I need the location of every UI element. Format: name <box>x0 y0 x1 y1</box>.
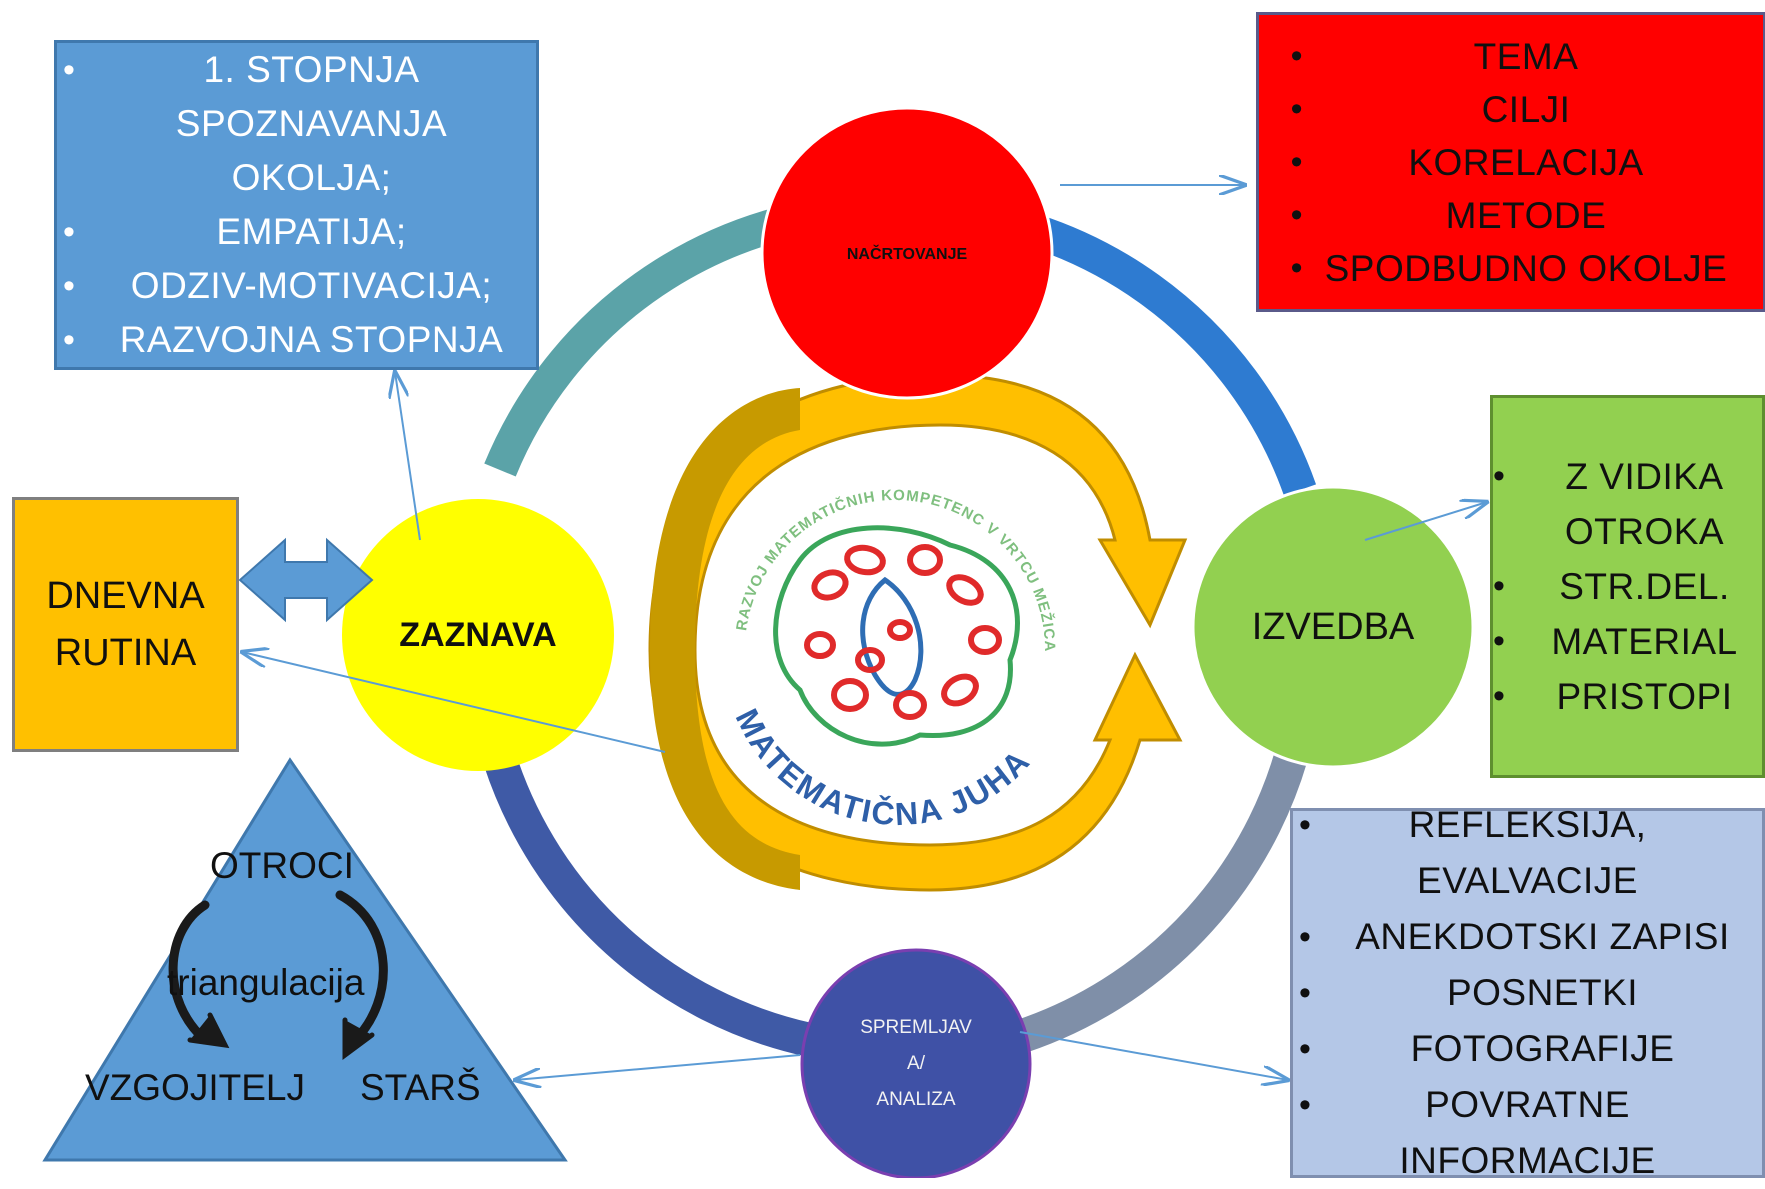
zaznava-label: ZAZNAVA <box>399 615 557 654</box>
routine-double-arrow <box>238 537 374 623</box>
exec-list: Z VIDIKA OTROKA STR.DEL. MATERIAL PRISTO… <box>1493 449 1762 724</box>
reflection-item: POVRATNE INFORMACIJE <box>1293 1077 1762 1189</box>
spremljava-circle <box>800 948 1032 1178</box>
exec-item: MATERIAL <box>1493 614 1762 669</box>
reflection-item: REFLEKSIJA, EVALVACIJE <box>1293 797 1762 909</box>
info-item: 1. STOPNJA SPOZNAVANJA OKOLJA; <box>57 43 536 205</box>
left-arrow-shadow <box>650 388 800 890</box>
logo-red-shapes <box>804 544 1002 720</box>
exec-box: Z VIDIKA OTROKA STR.DEL. MATERIAL PRISTO… <box>1490 395 1765 778</box>
plan-item: KORELACIJA <box>1285 136 1738 189</box>
spremljava-label-line3: ANALIZA <box>876 1089 956 1110</box>
triangulation-triangle <box>42 757 568 1162</box>
nacrtovanje-circle <box>760 106 1054 400</box>
info-box: 1. STOPNJA SPOZNAVANJA OKOLJA; EMPATIJA;… <box>54 40 539 370</box>
matematicna-juha-logo: RAZVOJ MATEMATIČNIH KOMPETENC V VRTCU ME… <box>725 470 1065 832</box>
triangle-left-label: VZGOJITELJ <box>85 1067 305 1108</box>
izvedba-circle <box>1191 485 1475 769</box>
plan-item: METODE <box>1285 189 1738 242</box>
inner-cycle-arrows <box>648 373 1188 892</box>
plan-item: CILJI <box>1285 83 1738 136</box>
spremljava-label-line2: A/ <box>907 1053 925 1074</box>
spremljava-label-line1: SPREMLJAV <box>860 1017 972 1038</box>
reflection-item: FOTOGRAFIJE <box>1293 1021 1762 1077</box>
exec-item: Z VIDIKA OTROKA <box>1493 449 1762 559</box>
triangle-right-label: STARŠ <box>360 1067 481 1108</box>
arrow-logo-to-routine <box>242 652 666 753</box>
arrow-zaznava-to-info <box>395 372 421 541</box>
exec-item: STR.DEL. <box>1493 559 1762 614</box>
info-item: RAZVOJNA STOPNJA <box>57 313 536 367</box>
plan-item: SPODBUDNO OKOLJE <box>1285 242 1738 295</box>
izvedba-label: IZVEDBA <box>1251 605 1415 648</box>
arrow-izvedba-to-exec <box>1364 502 1487 541</box>
plan-list: TEMA CILJI KORELACIJA METODE SPODBUDNO O… <box>1285 30 1738 295</box>
routine-line2: RUTINA <box>54 631 197 674</box>
plan-box: TEMA CILJI KORELACIJA METODE SPODBUDNO O… <box>1256 12 1765 312</box>
zaznava-circle <box>342 499 614 771</box>
info-item: ODZIV-MOTIVACIJA; <box>57 259 536 313</box>
exec-item: PRISTOPI <box>1493 669 1762 724</box>
reflection-list: REFLEKSIJA, EVALVACIJE ANEKDOTSKI ZAPISI… <box>1293 797 1762 1189</box>
reflection-box: REFLEKSIJA, EVALVACIJE ANEKDOTSKI ZAPISI… <box>1290 797 1765 1181</box>
spremljava-label: SPREMLJAV A/ ANALIZA <box>800 950 1032 1178</box>
triangulation-curved-arrows <box>168 890 388 1060</box>
routine-box: DNEVNA RUTINA <box>12 497 239 752</box>
connector-arrows <box>242 185 1487 1080</box>
arrow-sprem-to-triangle <box>515 1054 801 1080</box>
ring-segment-bottom-right <box>1005 716 1317 1057</box>
logo-green-outline <box>773 525 1020 747</box>
plan-item: TEMA <box>1285 30 1738 83</box>
reflection-item: ANEKDOTSKI ZAPISI <box>1293 909 1762 965</box>
info-item: EMPATIJA; <box>57 205 536 259</box>
triangle-top-label: OTROCI <box>210 845 354 886</box>
ring-segment-bottom-left <box>483 754 814 1057</box>
triangle-center-label: triangulacija <box>167 962 365 1003</box>
reflection-item: POSNETKI <box>1293 965 1762 1021</box>
info-list: 1. STOPNJA SPOZNAVANJA OKOLJA; EMPATIJA;… <box>57 43 536 367</box>
routine-line1: DNEVNA <box>46 574 205 617</box>
nacrtovanje-label: NAČRTOVANJE <box>846 246 968 263</box>
arrow-sprem-to-ref <box>1019 1031 1288 1080</box>
